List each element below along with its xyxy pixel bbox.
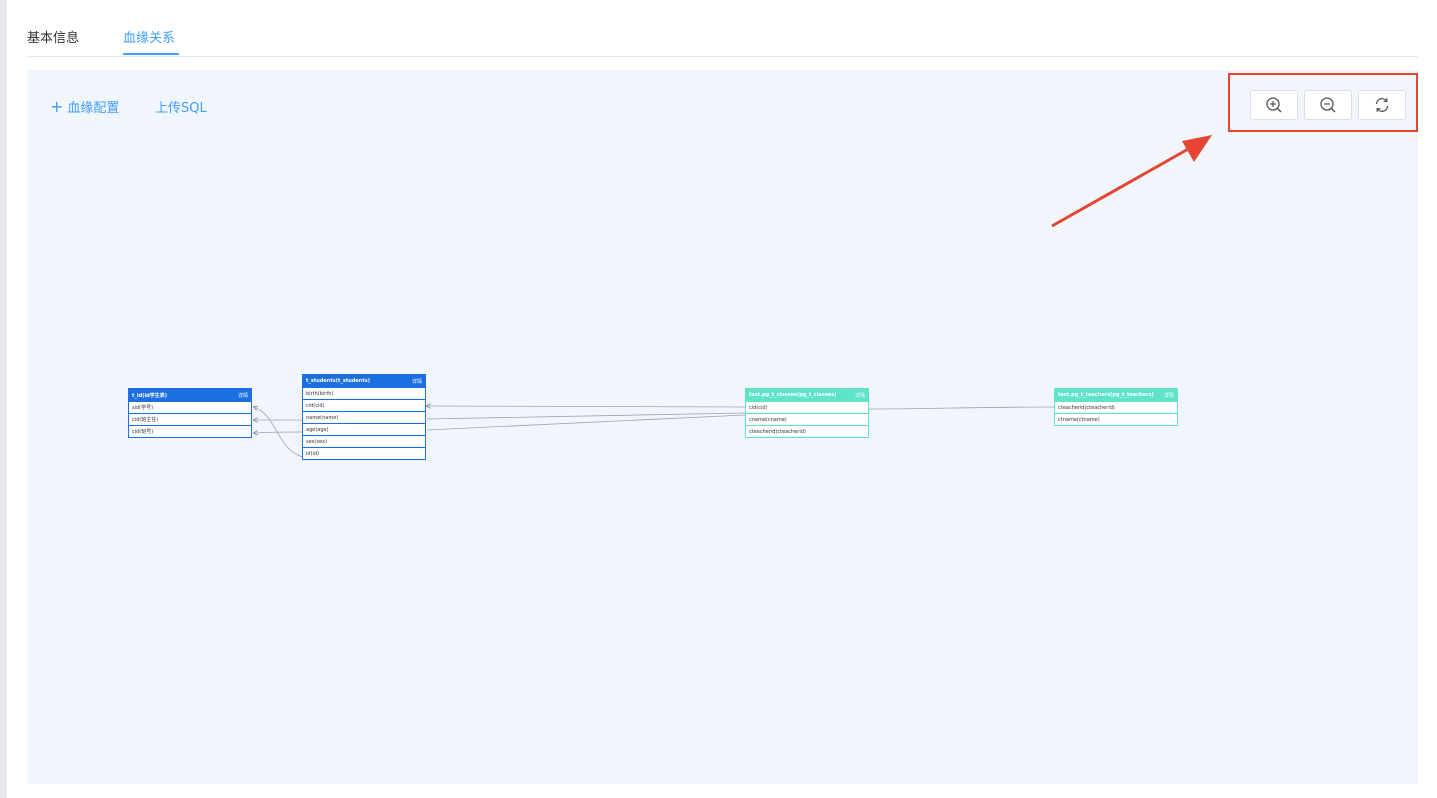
lineage-edges: [27, 70, 1055, 458]
zoom-in-button[interactable]: [1250, 90, 1298, 120]
node-detail-link[interactable]: 详情: [854, 392, 865, 399]
lineage-config-button[interactable]: +血缘配置: [50, 97, 119, 116]
annotation-arrow: [1051, 135, 1212, 228]
left-rail: [0, 0, 7, 798]
node-field: name(name): [303, 411, 425, 423]
node-field: sex(sex): [303, 435, 425, 447]
edge-age-to-cid: [254, 432, 304, 433]
table-node[interactable]: t_students(t_students) 详情 birth(birth) ci…: [302, 374, 426, 460]
node-header: test.pg_t_teachers(pg_t_teachers) 详情: [1055, 389, 1177, 401]
node-field: age(age): [303, 423, 425, 435]
plus-icon: +: [50, 97, 64, 116]
node-header: test.pg_t_classes(pg_t_classes) 详情: [746, 389, 868, 401]
node-field: cid(班号): [129, 425, 251, 437]
node-field: cteacherid(cteacherid): [1055, 401, 1177, 413]
node-title: t_students(t_students): [306, 378, 370, 384]
edge-classes-to-students-age: [426, 414, 746, 431]
table-node[interactable]: test.pg_t_classes(pg_t_classes) 详情 cid(ci…: [745, 388, 869, 438]
zoom-out-icon: [1320, 97, 1336, 113]
node-field: cid(班主任): [129, 413, 251, 425]
lineage-config-label: 血缘配置: [67, 101, 120, 116]
edge-teachers-to-classes: [868, 406, 1055, 410]
lineage-canvas[interactable]: +血缘配置 上传SQL: [27, 70, 1418, 784]
tab-lineage[interactable]: 血缘关系: [123, 31, 176, 46]
edge-classes-to-students-name: [426, 412, 746, 420]
node-field: cteacherid(cteacherid): [746, 425, 868, 437]
refresh-button[interactable]: [1358, 90, 1406, 120]
edge-classes-to-students-cid: [427, 406, 746, 407]
active-tab-indicator: [123, 53, 179, 55]
tab-bar: 基本信息 血缘关系: [27, 20, 1418, 57]
node-field: cname(cname): [746, 413, 868, 425]
node-title: test.pg_t_teachers(pg_t_teachers): [1058, 392, 1154, 398]
node-field: birth(birth): [303, 387, 425, 399]
table-node[interactable]: test.pg_t_teachers(pg_t_teachers) 详情 ctea…: [1054, 388, 1178, 426]
node-title: t_id(id学生表): [132, 392, 168, 399]
node-header: t_id(id学生表) 详情: [129, 389, 251, 401]
node-title: test.pg_t_classes(pg_t_classes): [749, 392, 837, 398]
node-field: cid(cid): [746, 401, 868, 413]
node-field: ctname(ctname): [1055, 413, 1177, 425]
node-field: sid(学号): [129, 401, 251, 413]
node-detail-link[interactable]: 详情: [237, 392, 248, 399]
node-field: cid(cid): [303, 399, 425, 411]
tab-basic-info[interactable]: 基本信息: [27, 31, 80, 46]
refresh-icon: [1375, 98, 1389, 112]
node-field: id(id): [303, 447, 425, 459]
node-detail-link[interactable]: 详情: [1163, 392, 1174, 399]
annotation-highlight-box: [1228, 73, 1418, 132]
zoom-out-button[interactable]: [1304, 90, 1352, 120]
node-detail-link[interactable]: 详情: [411, 378, 422, 385]
node-header: t_students(t_students) 详情: [303, 375, 425, 387]
upload-sql-button[interactable]: 上传SQL: [155, 101, 207, 116]
zoom-in-icon: [1266, 97, 1282, 113]
table-node[interactable]: t_id(id学生表) 详情 sid(学号) cid(班主任) cid(班号): [128, 388, 252, 438]
